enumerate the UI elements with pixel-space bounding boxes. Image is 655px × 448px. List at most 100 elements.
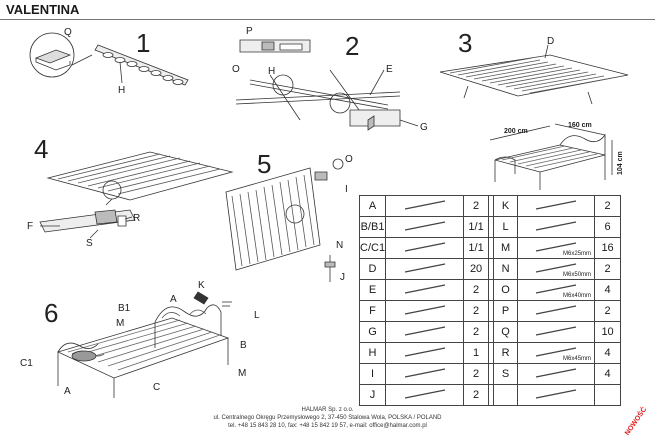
part-illustration [385, 384, 465, 406]
step-number-6: 6 [44, 298, 58, 328]
part-icon [404, 220, 445, 231]
part-illustration [517, 216, 596, 238]
part-quantity: 1 [463, 342, 490, 364]
part-icon [404, 199, 445, 210]
screw-size: M6x40mm [563, 293, 592, 299]
callout-c1: C1 [20, 358, 33, 369]
callout-m-2: M [238, 368, 246, 379]
part-quantity: 2 [594, 258, 622, 280]
screw-size: M6x45mm [563, 356, 592, 362]
part-icon [535, 388, 577, 399]
callout-r: R [133, 213, 140, 224]
step6-drawing [56, 291, 232, 398]
part-icon [535, 367, 577, 378]
callout-o: O [232, 64, 240, 75]
part-illustration [385, 363, 465, 385]
callout-q: Q [64, 27, 72, 38]
part-illustration [385, 258, 465, 280]
footer-company: HALMAR Sp. z o.o. [301, 407, 354, 413]
part-illustration: M6x25mm [517, 237, 596, 259]
part-icon [404, 283, 445, 294]
part-quantity: 20 [463, 258, 490, 280]
part-illustration [385, 237, 465, 259]
callout-l: L [254, 310, 260, 321]
step-number-2: 2 [345, 31, 359, 61]
part-illustration: M6x45mm [517, 342, 596, 364]
part-quantity: 2 [594, 195, 622, 217]
part-letter: B/B1 [358, 216, 387, 238]
callout-a: A [170, 294, 177, 305]
footer: HALMAR Sp. z o.o. ul. Centralnego Okręgu… [0, 406, 655, 430]
callout-g: G [420, 122, 428, 133]
footer-address: ul. Centralnego Okręgu Przemysłowego 2, … [213, 415, 442, 421]
part-quantity: 2 [463, 300, 490, 322]
part-letter: R [493, 342, 519, 364]
title-divider [0, 19, 655, 20]
callout-e: E [386, 64, 393, 75]
part-icon [535, 283, 577, 294]
part-quantity: 4 [594, 342, 622, 364]
footer-contact: tel. +48 15 843 28 10, fax: +48 15 842 1… [228, 423, 427, 429]
step-number-3: 3 [458, 28, 472, 58]
part-icon [535, 241, 577, 252]
step1-drawing [29, 32, 189, 86]
part-quantity: 2 [463, 195, 490, 217]
part-letter: Q [493, 321, 519, 343]
callout-h-2: H [268, 66, 275, 77]
part-letter: H [358, 342, 387, 364]
part-illustration [517, 321, 596, 343]
callout-j: J [340, 272, 345, 283]
part-illustration [385, 195, 465, 217]
part-quantity: 2 [463, 363, 490, 385]
part-letter: I [358, 363, 387, 385]
part-quantity: 2 [463, 384, 490, 406]
part-quantity: 4 [594, 279, 622, 301]
step2-drawing [235, 39, 419, 131]
part-icon [404, 388, 445, 399]
part-letter: O [493, 279, 519, 301]
callout-d: D [547, 36, 554, 47]
callout-c: C [153, 382, 160, 393]
part-icon [535, 220, 577, 231]
part-illustration [385, 216, 465, 238]
callout-f: F [27, 221, 33, 232]
part-icon [404, 346, 445, 357]
part-illustration [385, 300, 465, 322]
callout-o-2: O [345, 154, 353, 165]
part-quantity [594, 384, 622, 406]
part-letter: D [358, 258, 387, 280]
part-letter: A [358, 195, 387, 217]
step5-drawing [225, 158, 344, 282]
callout-i: I [345, 184, 348, 195]
part-letter: E [358, 279, 387, 301]
step-number-1: 1 [136, 28, 150, 58]
step-number-5: 5 [257, 149, 271, 179]
part-icon [404, 367, 445, 378]
part-icon [535, 199, 577, 210]
part-quantity: 1/1 [463, 216, 490, 238]
part-icon [535, 346, 577, 357]
part-letter: J [358, 384, 387, 406]
part-illustration [517, 300, 596, 322]
part-quantity: 6 [594, 216, 622, 238]
part-quantity: 2 [463, 321, 490, 343]
bed-overview-drawing [489, 123, 613, 190]
part-letter: L [493, 216, 519, 238]
callout-k: K [198, 280, 205, 291]
part-letter: S [493, 363, 519, 385]
part-letter: C/C1 [358, 237, 387, 259]
part-quantity: 16 [594, 237, 622, 259]
callout-s: S [86, 238, 93, 249]
dimension-height: 104 cm [617, 151, 624, 175]
part-quantity: 2 [594, 300, 622, 322]
